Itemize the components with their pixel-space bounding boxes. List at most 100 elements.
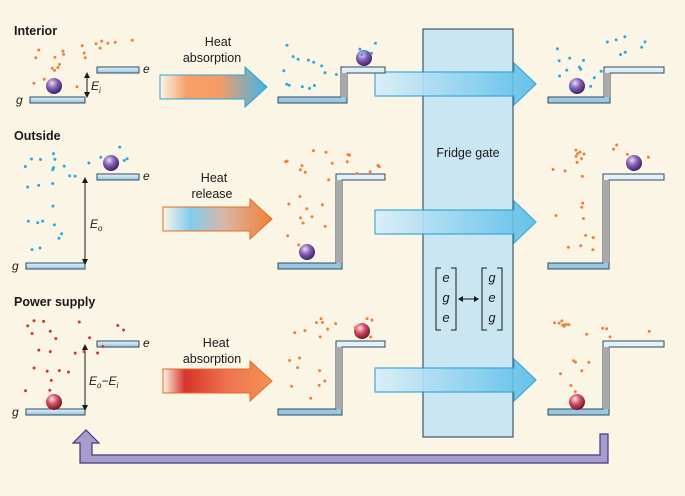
level-diagram-power-final (547, 340, 665, 416)
excited-label: e (143, 336, 150, 350)
thermal-dot (323, 71, 327, 75)
thermal-dot (73, 351, 77, 355)
gap-label-power: Eo−Ei (89, 374, 119, 390)
thermal-dot (605, 40, 609, 44)
thermal-dot (285, 82, 289, 86)
thermal-dot (554, 214, 558, 217)
thermal-dot (601, 326, 605, 330)
thermal-dot (577, 65, 581, 69)
thermal-dot (116, 324, 120, 327)
thermal-dot (48, 388, 52, 392)
thermal-dot (625, 152, 629, 156)
gate-left-bottom: e (442, 310, 449, 325)
thermal-dot (576, 152, 580, 156)
thermal-dot (369, 335, 373, 339)
thermal-dot (88, 336, 92, 340)
ground-label: g (12, 259, 19, 273)
thermal-dot (51, 182, 55, 185)
thermal-dot (284, 160, 287, 164)
sphere-icon (569, 394, 585, 410)
thermal-dot (50, 66, 54, 70)
thermal-dot (48, 350, 52, 354)
thermal-dot (68, 174, 72, 178)
double-arrow-icon (458, 296, 479, 302)
row-label-outside: Outside (14, 129, 61, 143)
thermal-dot (584, 233, 588, 237)
thermal-dot (582, 152, 586, 156)
arrow-icon (374, 357, 537, 403)
thermal-dot (122, 159, 126, 162)
level-diagram-power-mid (277, 323, 386, 416)
thermal-dot (615, 143, 619, 147)
gate-state-right: g e g (481, 267, 503, 331)
thermal-dot (317, 383, 321, 387)
thermal-dot (345, 160, 349, 164)
thermal-dot (94, 42, 98, 46)
thermal-dot (23, 165, 27, 168)
thermal-dot (53, 157, 57, 161)
thermal-dot (580, 205, 584, 209)
gate-left-mid: g (442, 290, 450, 305)
thermal-dot (118, 145, 122, 149)
thermal-dot (319, 317, 323, 321)
thermal-dot (579, 244, 583, 248)
thermal-dot (348, 153, 352, 157)
level-diagram-outside: Eo g e (12, 155, 150, 273)
heat-release-word1: Heat (201, 171, 228, 185)
thermal-dot (312, 149, 315, 153)
thermal-dot (96, 351, 100, 355)
thermal-dot (30, 157, 33, 161)
thermal-dot (326, 327, 330, 331)
thermal-dot (560, 319, 564, 323)
thermal-dot (48, 329, 52, 333)
arrow-icon (374, 199, 537, 245)
thermal-dot (323, 224, 327, 228)
thermal-dot (82, 51, 86, 55)
thermal-dot (30, 248, 34, 252)
thermal-dot (82, 350, 86, 354)
thermal-dot (36, 221, 40, 225)
column-middle-states (277, 50, 386, 416)
thermal-dot (290, 384, 294, 388)
thermal-dot (582, 58, 585, 62)
thermal-dot (334, 322, 338, 326)
thermal-dot (565, 68, 569, 72)
thermal-dot (327, 178, 331, 182)
sphere-icon (626, 155, 642, 171)
thermal-dot (106, 41, 110, 45)
gap-label-interior: Ei (91, 79, 101, 95)
thermal-dot (589, 84, 593, 88)
level-diagram-outside-mid (277, 173, 386, 270)
thermal-dot (334, 73, 338, 76)
thermal-dot (34, 56, 38, 60)
thermal-dot (32, 319, 36, 323)
gate-right-top: g (488, 270, 496, 285)
thermal-dot (358, 47, 362, 51)
thermal-dot (623, 50, 627, 54)
thermal-dot (98, 46, 102, 50)
thermal-dot (569, 384, 573, 387)
thermal-dot (285, 43, 289, 47)
thermal-dot (568, 56, 572, 60)
level-diagram-interior: Ei g e (16, 62, 150, 107)
thermal-dot (619, 53, 623, 56)
arrow-icon (162, 197, 273, 241)
excited-label: e (143, 169, 150, 183)
thermal-dot (591, 236, 595, 240)
thermal-dot (587, 360, 591, 364)
heat-absorption-word2: absorption (183, 51, 241, 65)
thermal-dot (24, 389, 27, 393)
level-diagram-power: Eo−Ei g e (12, 336, 150, 419)
thermal-dot (52, 152, 55, 156)
thermal-dot (30, 332, 34, 335)
thermal-dot (581, 201, 585, 205)
thermal-dot (122, 328, 126, 332)
thermal-dot (100, 39, 104, 43)
thermal-dot (99, 155, 103, 159)
thermal-dot (41, 219, 45, 223)
sphere-icon (569, 78, 585, 94)
thermal-dot (32, 366, 36, 370)
sphere-icon (103, 155, 119, 171)
thermal-dot (551, 168, 555, 171)
thermal-dot (62, 164, 66, 168)
